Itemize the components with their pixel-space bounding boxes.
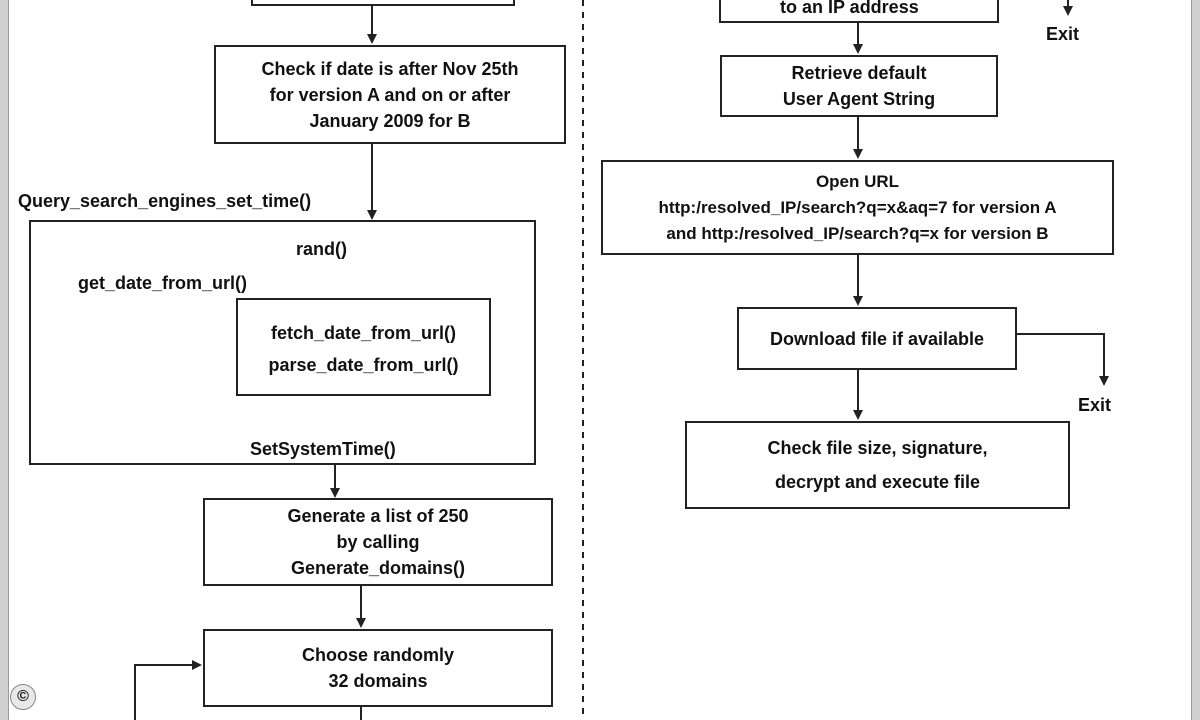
choose-random-box: Choose randomly 32 domains [203, 629, 553, 707]
open-url-title: Open URL [815, 171, 900, 191]
retrieve-ua-line-1: Retrieve default [791, 63, 927, 83]
retrieve-user-agent-box: Retrieve default User Agent String [720, 55, 998, 117]
choose-random-line-2: 32 domains [328, 671, 428, 691]
query-search-engines-label: Query_search_engines_set_time() [18, 191, 312, 211]
download-file-label: Download file if available [769, 328, 985, 349]
check-date-line-3: January 2009 for B [309, 110, 471, 131]
exit-top-label: Exit [1046, 24, 1080, 44]
check-date-box: Check if date is after Nov 25th for vers… [214, 45, 566, 144]
generate-list-box: Generate a list of 250 by calling Genera… [203, 498, 553, 586]
generate-list-line-3: Generate_domains() [290, 558, 466, 578]
fetch-parse-date-box: fetch_date_from_url() parse_date_from_ur… [236, 298, 491, 396]
choose-random-line-1: Choose randomly [301, 645, 455, 665]
image-frame-left [0, 0, 9, 720]
generate-list-line-1: Generate a list of 250 [287, 506, 469, 526]
open-url-box: Open URL http:/resolved_IP/search?q=x&aq… [601, 160, 1114, 255]
get-date-from-url-label: get_date_from_url() [78, 273, 248, 293]
parse-date-label: parse_date_from_url() [268, 355, 459, 375]
check-file-line-2: decrypt and execute file [774, 472, 981, 492]
retrieve-ua-line-2: User Agent String [782, 89, 936, 109]
partial-top-box [251, 0, 515, 6]
check-date-line-1: Check if date is after Nov 25th [261, 58, 519, 79]
image-frame-right [1191, 0, 1200, 720]
loop-back-connector [134, 660, 202, 720]
fetch-date-label: fetch_date_from_url() [270, 323, 457, 343]
rand-label: rand() [296, 239, 347, 259]
exit-mid-label: Exit [1078, 395, 1112, 415]
check-file-line-1: Check file size, signature, [767, 438, 988, 458]
download-to-exit-connector [1017, 333, 1109, 386]
check-date-line-2: for version A and on or after [269, 84, 511, 105]
copyright-badge: © [10, 684, 36, 710]
open-url-version-b: and http:/resolved_IP/search?q=x for ver… [666, 223, 1049, 243]
resolve-ip-partial-label: to an IP address [780, 0, 919, 17]
set-system-time-label: SetSystemTime() [250, 439, 396, 459]
check-file-box: Check file size, signature, decrypt and … [685, 421, 1070, 509]
generate-list-line-2: by calling [336, 532, 420, 552]
download-file-box: Download file if available [737, 307, 1017, 370]
open-url-version-a: http:/resolved_IP/search?q=x&aq=7 for ve… [658, 197, 1057, 217]
